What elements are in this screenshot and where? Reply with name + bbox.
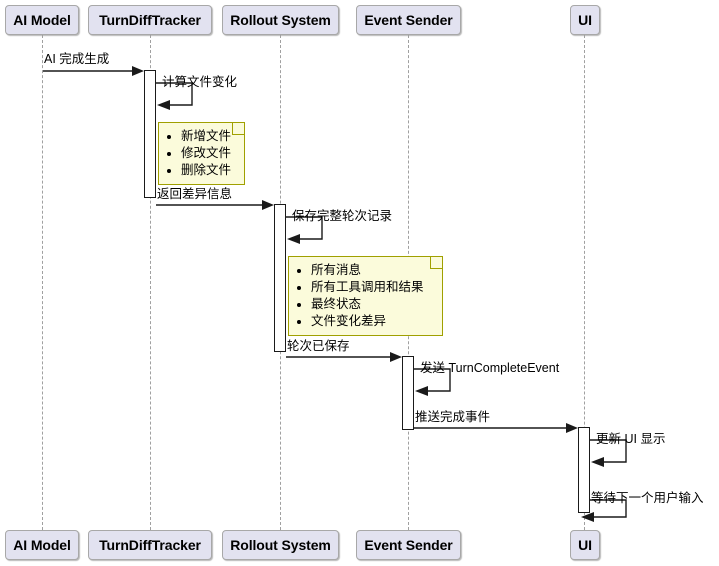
participant-label: UI <box>578 12 592 28</box>
participant-footer-rollout-system[interactable]: Rollout System <box>222 530 339 560</box>
activation-bar-turndifftracker <box>144 70 156 198</box>
activation-bar-event-sender <box>402 356 414 430</box>
note-rollout-record-contents: 所有消息 所有工具调用和结果 最终状态 文件变化差异 <box>288 256 443 336</box>
note-file-change-types: 新增文件 修改文件 删除文件 <box>158 122 245 185</box>
participant-label: Rollout System <box>230 537 331 553</box>
participant-label: Rollout System <box>230 12 331 28</box>
message-label-return-diff-info: 返回差异信息 <box>157 187 233 201</box>
participant-footer-event-sender[interactable]: Event Sender <box>356 530 461 560</box>
participant-label: AI Model <box>13 537 71 553</box>
participant-label: Event Sender <box>364 12 453 28</box>
message-label-turn-saved: 轮次已保存 <box>287 339 350 353</box>
participant-header-ui[interactable]: UI <box>570 5 600 35</box>
participant-label: TurnDiffTracker <box>99 537 201 553</box>
message-label-compute-file-changes: 计算文件变化 <box>162 75 238 89</box>
participant-header-rollout-system[interactable]: Rollout System <box>222 5 339 35</box>
participant-label: UI <box>578 537 592 553</box>
message-label-ai-complete: AI 完成生成 <box>44 52 110 66</box>
participant-label: Event Sender <box>364 537 453 553</box>
participant-footer-turndifftracker[interactable]: TurnDiffTracker <box>88 530 212 560</box>
participant-footer-ui[interactable]: UI <box>570 530 600 560</box>
participant-header-ai-model[interactable]: AI Model <box>5 5 79 35</box>
message-label-update-ui: 更新 UI 显示 <box>596 432 666 446</box>
message-label-wait-next-user-input: 等待下一个用户输入 <box>591 491 704 505</box>
message-label-save-turn-record: 保存完整轮次记录 <box>292 209 393 223</box>
message-label-send-turncompleteevent: 发送 TurnCompleteEvent <box>420 361 560 375</box>
participant-label: TurnDiffTracker <box>99 12 201 28</box>
participant-label: AI Model <box>13 12 71 28</box>
lifeline-ai-model <box>42 35 43 530</box>
note-fold-corner <box>430 257 442 269</box>
note-item: 最终状态 <box>311 296 432 313</box>
participant-footer-ai-model[interactable]: AI Model <box>5 530 79 560</box>
note-item: 删除文件 <box>181 162 234 179</box>
participant-header-event-sender[interactable]: Event Sender <box>356 5 461 35</box>
activation-bar-ui <box>578 427 590 513</box>
note-fold-corner <box>232 123 244 135</box>
note-item: 文件变化差异 <box>311 313 432 330</box>
participant-header-turndifftracker[interactable]: TurnDiffTracker <box>88 5 212 35</box>
note-item-list: 所有消息 所有工具调用和结果 最终状态 文件变化差异 <box>297 262 432 330</box>
note-item: 所有工具调用和结果 <box>311 279 432 296</box>
note-item: 修改文件 <box>181 145 234 162</box>
note-item: 新增文件 <box>181 128 234 145</box>
note-item-list: 新增文件 修改文件 删除文件 <box>167 128 234 179</box>
lifeline-turndifftracker <box>150 35 151 530</box>
message-label-push-complete-event: 推送完成事件 <box>415 410 491 424</box>
activation-bar-rollout-system <box>274 204 286 352</box>
lifeline-ui <box>584 35 585 530</box>
note-item: 所有消息 <box>311 262 432 279</box>
